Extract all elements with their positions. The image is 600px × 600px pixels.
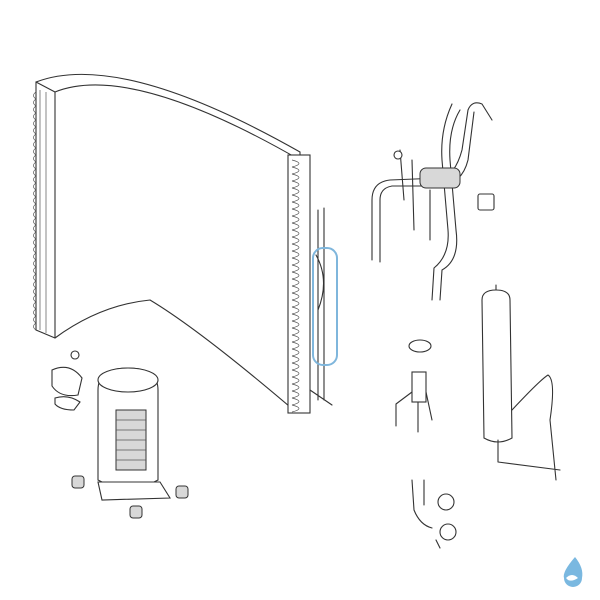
coil-fin <box>291 376 300 385</box>
coil-fin <box>291 383 300 392</box>
coil-fin <box>291 341 300 350</box>
coil-fin <box>33 287 37 296</box>
coil-fin <box>33 140 37 149</box>
coil-fin <box>291 159 300 168</box>
coil-fin <box>291 362 300 371</box>
coil-fin <box>33 280 37 289</box>
coil-fin <box>33 154 37 163</box>
coil-fin <box>33 189 37 198</box>
coil-fin <box>33 217 37 226</box>
coil-fin <box>291 264 300 273</box>
coil-fin <box>33 273 37 282</box>
coil-fin <box>291 187 300 196</box>
condenser-coil[interactable] <box>33 73 311 414</box>
coil-fin <box>33 119 37 128</box>
coil-fin <box>33 175 37 184</box>
coil-fin <box>291 320 300 329</box>
coil-fin <box>33 126 37 135</box>
coil-fin <box>291 208 300 217</box>
coil-fin <box>33 133 37 142</box>
coil-fin <box>291 306 300 315</box>
coil-fin <box>33 91 37 100</box>
coil-fin <box>291 201 300 210</box>
coil-fin <box>291 397 300 406</box>
coil-fin <box>33 210 37 219</box>
expansion-valve[interactable] <box>395 339 433 433</box>
coil-fin <box>291 250 300 259</box>
coil-fin <box>291 243 300 252</box>
coil-fin <box>291 348 300 357</box>
coil-fin <box>33 98 37 107</box>
coil-fin <box>33 203 37 212</box>
coil-fin <box>33 245 37 254</box>
coil-fin <box>291 271 300 280</box>
coil-fin <box>291 236 300 245</box>
coil-fin <box>291 180 300 189</box>
capillary-tube-assembly[interactable] <box>309 207 338 406</box>
coil-fin <box>33 182 37 191</box>
coil-fin <box>291 313 300 322</box>
coil-fin <box>33 105 37 114</box>
coil-fin <box>291 292 300 301</box>
coil-fin <box>291 404 300 413</box>
liquid-receiver[interactable] <box>481 284 561 481</box>
coil-fin <box>33 196 37 205</box>
four-way-valve-assembly[interactable] <box>371 102 493 301</box>
coil-fin <box>291 390 300 399</box>
coil-fin <box>33 294 37 303</box>
coil-fin <box>33 259 37 268</box>
coil-connector[interactable] <box>477 193 495 211</box>
coil-fin <box>33 231 37 240</box>
coil-fin <box>291 278 300 287</box>
coil-fin <box>33 301 37 310</box>
coil-fin <box>291 355 300 364</box>
compressor-terminal-cover[interactable] <box>51 350 83 411</box>
coil-fin <box>291 229 300 238</box>
coil-fin <box>33 161 37 170</box>
coil-fin <box>291 222 300 231</box>
compressor[interactable] <box>97 367 171 501</box>
coil-fin <box>33 266 37 275</box>
coil-fin <box>291 369 300 378</box>
coil-fin <box>291 194 300 203</box>
coil-fin <box>291 327 300 336</box>
coil-fin <box>33 224 37 233</box>
water-drop-logo-icon <box>563 557 583 587</box>
coil-fin <box>33 168 37 177</box>
coil-fin <box>33 252 37 261</box>
coil-fin <box>33 238 37 247</box>
coil-fin <box>291 299 300 308</box>
coil-fin <box>33 147 37 156</box>
coil-fin <box>291 334 300 343</box>
coil-fin <box>33 308 37 317</box>
compressor-rubber-feet[interactable] <box>71 475 189 519</box>
coil-fin <box>291 173 300 182</box>
coil-fin <box>33 112 37 121</box>
coil-fin <box>33 315 37 324</box>
service-valves[interactable] <box>411 479 457 549</box>
coil-fin <box>291 166 300 175</box>
coil-fin <box>291 257 300 266</box>
coil-fin <box>33 322 37 331</box>
coil-fin <box>291 215 300 224</box>
coil-fin <box>291 285 300 294</box>
